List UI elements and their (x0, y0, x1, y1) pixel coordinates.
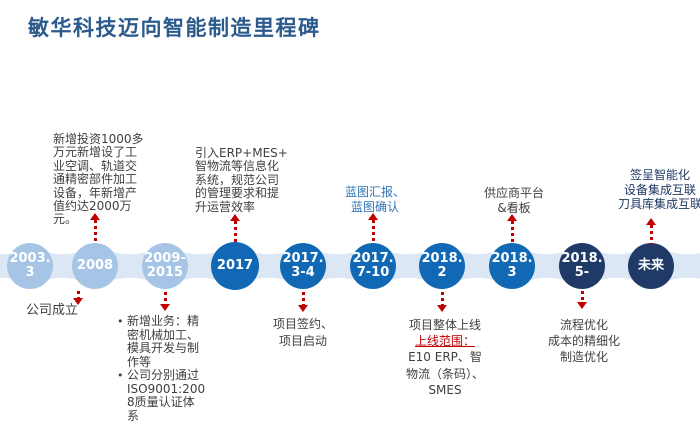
milestone-label: 3-4 (291, 265, 315, 280)
milestone-label: 2003. (9, 250, 51, 266)
milestone-future: 未来 (628, 243, 674, 289)
milestone-2018-3: 2018. 3 (489, 243, 535, 289)
connector-arrow-up-2008 (89, 213, 101, 244)
arrow-up-icon (646, 218, 656, 225)
note-supplier-platform-2018-3: 供应商平台 &看板 (483, 186, 544, 215)
bullet-item: • 公司分别通过 ISO9001:200 8质量认证体 系 (117, 368, 206, 423)
milestone-label: 5- (574, 265, 590, 280)
note-golive-2018-2: 项目整体上线 上线范围： E10 ERP、智 物流（条码）、 SMES (399, 317, 491, 398)
connector-arrow-down-2018-2 (436, 292, 448, 312)
connector-arrow-up-future (645, 218, 657, 244)
note-erp-mes-2017: 引入ERP+MES+ 智物流等信息化 系统，规范公司 的管理要求和提 升运营效率 (195, 146, 288, 214)
connector-arrow-down-2017-3-4 (297, 292, 309, 312)
golive-scope-label: 上线范围： (414, 334, 475, 349)
slide-title: 敏华科技迈向智能制造里程碑 (28, 16, 321, 40)
milestone-label: 2018. (421, 250, 463, 266)
connector-arrow-up-2017-7-10 (367, 213, 379, 244)
milestone-2008: 2008 (72, 243, 118, 289)
milestone-label: 2018. (491, 250, 533, 266)
arrow-up-icon (90, 213, 100, 220)
connector-arrow-up-2018-3 (506, 214, 518, 244)
arrow-down-icon (577, 302, 587, 309)
bullet-item: • 新增业务：精 密机械加工、 模具开发与制 作等 (117, 314, 200, 369)
golive-title: 项目整体上线 (408, 318, 481, 332)
note-process-optimization-2018-5: 流程优化 成本的精细化 制造优化 (547, 318, 620, 364)
milestone-label: 2015 (146, 265, 184, 280)
milestone-2017-7-10: 2017. 7-10 (350, 243, 396, 289)
milestone-2018-2: 2018. 2 (419, 243, 465, 289)
note-project-signing-2017-3-4: 项目签约、 项目启动 (272, 317, 333, 348)
milestone-2017-3-4: 2017. 3-4 (280, 243, 326, 289)
milestone-2003-3: 2003. 3 (7, 243, 53, 289)
note-blueprint-2017-7-10: 蓝图汇报、 蓝图确认 (344, 185, 405, 214)
milestone-label: 未来 (637, 257, 664, 273)
milestone-2018-5: 2018. 5- (559, 243, 605, 289)
milestone-2017: 2017 (211, 242, 259, 290)
arrow-up-icon (507, 214, 517, 221)
milestone-label: 2017. (352, 250, 394, 266)
arrow-down-icon (437, 305, 447, 312)
arrow-up-icon (230, 214, 240, 221)
arrow-down-icon (298, 305, 308, 312)
note-future-integration: 签呈智能化 设备集成互联 刀具库集成互联 (617, 168, 700, 211)
arrow-up-icon (368, 213, 378, 220)
note-investment-2008: 新增投资1000多 万元新增设了工 业空调、轨道交 通精密部件加工 设备，年新增… (53, 132, 144, 227)
milestone-2009-2015: 2009- 2015 (142, 243, 188, 289)
connector-arrow-down-2018-5 (576, 291, 588, 309)
connector-arrow-down-2003 (72, 291, 84, 305)
arrow-down-icon (73, 298, 83, 305)
milestone-label: 2018. (561, 250, 603, 266)
milestone-label: 2 (437, 265, 447, 280)
milestone-label: 3 (25, 265, 35, 280)
milestone-label: 2017. (282, 250, 324, 266)
connector-arrow-up-2017 (229, 214, 241, 243)
note-new-business-2009-2015: • 新增业务：精 密机械加工、 模具开发与制 作等 • 公司分别通过 ISO90… (117, 314, 217, 423)
bullet-icon: • (117, 315, 124, 328)
milestone-label: 2009- (144, 250, 186, 266)
milestone-label: 2017 (216, 257, 254, 273)
note-company-founded-2003: 公司成立 (26, 303, 79, 318)
connector-arrow-down-2009 (159, 292, 171, 311)
milestone-label: 7-10 (356, 265, 390, 280)
milestone-label: 3 (507, 265, 517, 280)
arrow-down-icon (160, 304, 170, 311)
bullet-icon: • (117, 369, 124, 382)
milestone-label: 2008 (76, 257, 114, 273)
